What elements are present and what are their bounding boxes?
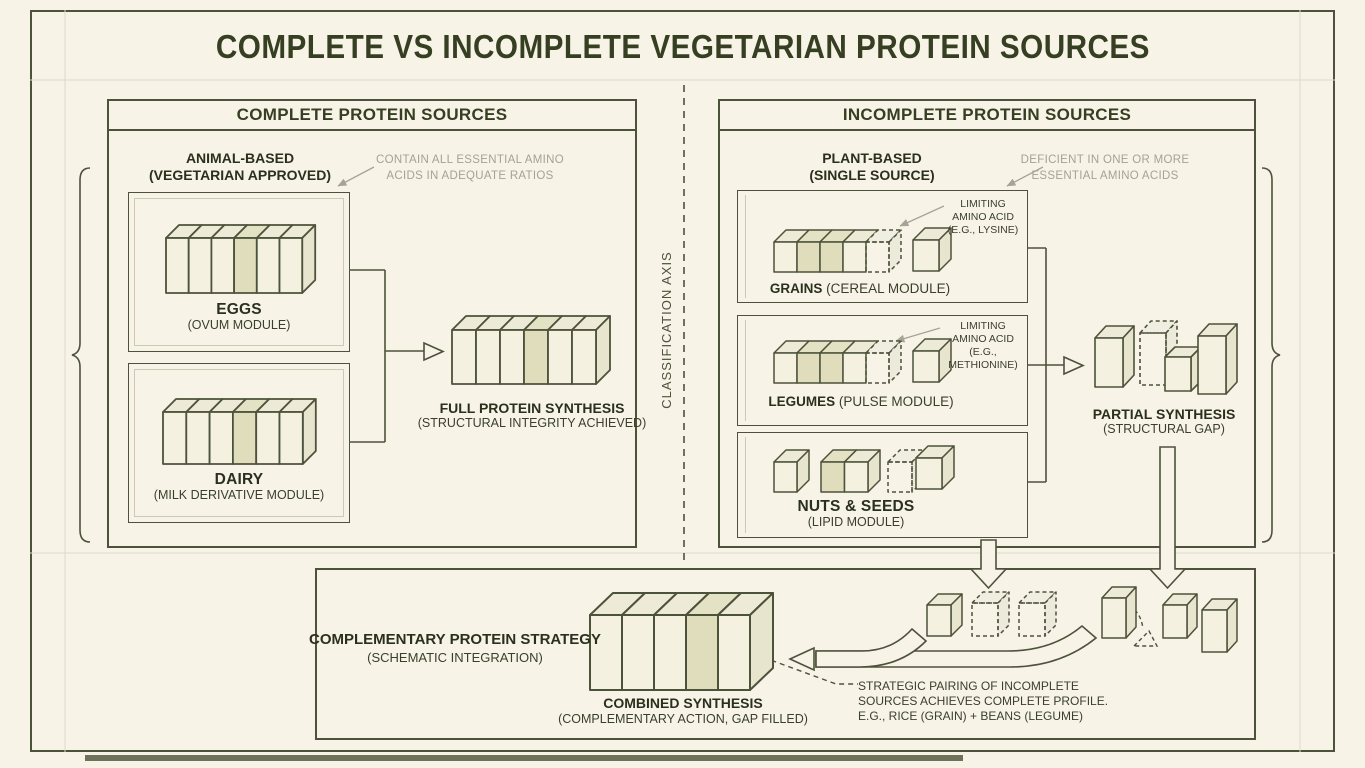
- legumes-label-sub: (PULSE MODULE): [838, 394, 954, 409]
- grains-limiting-line2: AMINO ACID: [952, 211, 1014, 223]
- legumes-label-name: LEGUMES: [768, 394, 836, 409]
- legumes-limiting-line2: AMINO ACID: [952, 333, 1014, 345]
- legumes-box-inner-line: [745, 320, 746, 421]
- animal-based-label: ANIMAL-BASED: [185, 150, 295, 166]
- grains-limiting-line3: (E.G., LYSINE): [947, 224, 1019, 236]
- dairy-label: DAIRY: [214, 471, 264, 488]
- plant-based-sublabel: (SINGLE SOURCE): [809, 167, 935, 183]
- strategy-sublabel: (SCHEMATIC INTEGRATION): [367, 650, 543, 665]
- partial-synthesis-label: PARTIAL SYNTHESIS: [1092, 406, 1236, 422]
- grains-box-inner-line: [745, 195, 746, 298]
- nuts-box-inner-line: [745, 437, 746, 533]
- full-synthesis-sublabel: (STRUCTURAL INTEGRITY ACHIEVED): [417, 416, 647, 430]
- incomplete-panel-header: INCOMPLETE PROTEIN SOURCES: [842, 105, 1132, 124]
- outer-border: [30, 10, 1335, 752]
- dairy-box: [128, 363, 350, 523]
- page-title: COMPLETE VS INCOMPLETE VEGETARIAN PROTEI…: [30, 28, 1335, 66]
- strategy-label: COMPLEMENTARY PROTEIN STRATEGY: [309, 631, 601, 648]
- grains-label-sub: (CEREAL MODULE): [826, 281, 951, 296]
- incomplete-annotation-line2: ESSENTIAL AMINO ACIDS: [1031, 170, 1179, 182]
- complete-annotation-line1: CONTAIN ALL ESSENTIAL AMINO: [376, 154, 564, 166]
- grains-limiting-line1: LIMITING: [960, 198, 1006, 210]
- complete-header-separator: [107, 129, 637, 131]
- complementary-panel: [315, 568, 1256, 740]
- legumes-limiting-line1: LIMITING: [960, 320, 1006, 332]
- pairing-note-line2: SOURCES ACHIEVES COMPLETE PROFILE.: [858, 694, 1109, 708]
- eggs-label: EGGS: [216, 301, 262, 318]
- pairing-note-line3: E.G., RICE (GRAIN) + BEANS (LEGUME): [858, 709, 1084, 723]
- footer-accent-bar: [85, 755, 963, 761]
- incomplete-annotation-line1: DEFICIENT IN ONE OR MORE: [1020, 154, 1190, 166]
- grains-box: [737, 190, 1028, 303]
- complete-annotation-line2: ACIDS IN ADEQUATE RATIOS: [386, 170, 554, 182]
- nuts-box: [737, 432, 1028, 538]
- dairy-sublabel: (MILK DERIVATIVE MODULE): [153, 488, 325, 502]
- plant-based-label: PLANT-BASED: [822, 150, 922, 166]
- legumes-box: [737, 315, 1028, 426]
- grains-label: GRAINS (CEREAL MODULE): [770, 281, 950, 296]
- incomplete-header-separator: [718, 129, 1256, 131]
- legumes-limiting-line4: METHIONINE): [948, 359, 1018, 371]
- complete-panel-header: COMPLETE PROTEIN SOURCES: [236, 105, 508, 124]
- combined-synthesis-label: COMBINED SYNTHESIS: [603, 695, 763, 711]
- dairy-box-inner-line: [134, 369, 344, 517]
- nuts-sublabel: (LIPID MODULE): [807, 515, 905, 529]
- nuts-label: NUTS & SEEDS: [797, 498, 915, 515]
- full-synthesis-label: FULL PROTEIN SYNTHESIS: [439, 400, 625, 416]
- pairing-note-line1: STRATEGIC PAIRING OF INCOMPLETE: [858, 679, 1079, 693]
- page-title-text: COMPLETE VS INCOMPLETE VEGETARIAN PROTEI…: [215, 28, 1150, 65]
- animal-based-sublabel: (VEGETARIAN APPROVED): [148, 167, 332, 183]
- legumes-limiting-line3: (E.G.,: [969, 346, 997, 358]
- complete-panel: [107, 99, 637, 548]
- eggs-sublabel: (OVUM MODULE): [187, 318, 291, 332]
- partial-synthesis-sublabel: (STRUCTURAL GAP): [1103, 422, 1225, 436]
- combined-synthesis-sublabel: (COMPLEMENTARY ACTION, GAP FILLED): [558, 712, 808, 726]
- legumes-label: LEGUMES (PULSE MODULE): [768, 394, 953, 409]
- classification-axis-label: CLASSIFICATION AXIS: [659, 251, 674, 409]
- grains-label-name: GRAINS: [769, 281, 823, 296]
- eggs-box: [128, 192, 350, 352]
- eggs-box-inner-line: [134, 198, 344, 346]
